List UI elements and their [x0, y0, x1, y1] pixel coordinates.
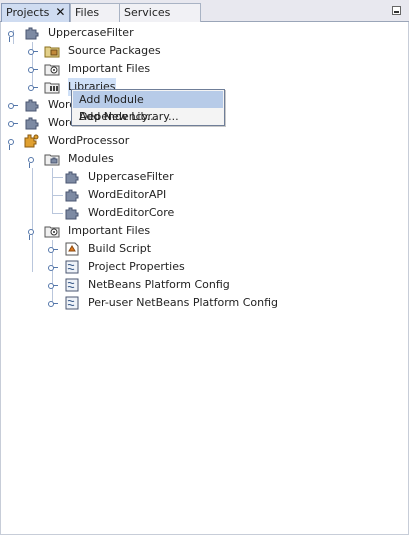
tree-connector-line — [32, 168, 33, 272]
tab-projects[interactable]: Projects ✕ — [1, 3, 71, 23]
tab-services-label: Services — [124, 6, 171, 19]
suite-icon — [24, 134, 39, 148]
tree-label: Word — [48, 98, 77, 111]
tab-projects-label: Projects — [6, 6, 50, 19]
important-files-folder-icon — [44, 64, 60, 76]
puzzle-icon — [65, 189, 79, 202]
tab-files[interactable]: Files — [70, 3, 120, 22]
tree-label: Project Properties — [88, 260, 185, 273]
expand-handle[interactable] — [46, 294, 60, 312]
tab-services[interactable]: Services — [119, 3, 201, 22]
expand-handle[interactable] — [26, 60, 40, 78]
tree-label: WordProcessor — [48, 134, 130, 147]
tree-label: UppercaseFilter — [48, 26, 134, 39]
menu-item-add-new-library[interactable]: Add New Library... — [79, 110, 179, 123]
tree-connector-line — [52, 168, 53, 214]
tree-connector-line — [52, 240, 53, 304]
tree-label: UppercaseFilter — [88, 170, 174, 183]
collapse-handle[interactable] — [26, 222, 40, 240]
tree-label: Important Files — [68, 224, 151, 237]
modules-folder-icon — [44, 154, 60, 166]
libraries-folder-icon — [44, 82, 60, 94]
puzzle-icon — [65, 171, 79, 184]
properties-file-icon — [65, 260, 79, 274]
tree-connector-line — [32, 42, 33, 88]
puzzle-icon — [65, 207, 79, 220]
tree-label: Build Script — [88, 242, 152, 255]
tree-label: WordEditorCore — [88, 206, 175, 219]
tree-connector-line — [13, 30, 14, 44]
tab-files-label: Files — [75, 6, 100, 19]
puzzle-icon — [25, 99, 39, 112]
tree-label: Per-user NetBeans Platform Config — [88, 296, 279, 309]
expand-handle[interactable] — [46, 258, 60, 276]
properties-file-icon — [65, 278, 79, 292]
package-folder-icon — [44, 46, 60, 58]
tree-label: NetBeans Platform Config — [88, 278, 230, 291]
tree-connector-line — [53, 213, 63, 214]
expand-handle[interactable] — [46, 240, 60, 258]
minimize-icon[interactable] — [392, 6, 401, 15]
tab-bar: Projects ✕ Files Services — [0, 0, 409, 23]
tree-connector-line — [53, 195, 63, 196]
puzzle-icon — [25, 27, 39, 40]
important-files-folder-icon — [44, 226, 60, 238]
properties-file-icon — [65, 296, 79, 310]
expand-handle[interactable] — [6, 114, 20, 132]
tree-label: Important Files — [68, 62, 151, 75]
tree-label: Source Packages — [68, 44, 161, 57]
menu-item-add-module-dependency[interactable]: Add Module Dependency... — [73, 91, 223, 123]
tree-label: Modules — [68, 152, 114, 165]
context-menu: Add Module Dependency... Add New Library… — [71, 89, 225, 126]
tree-label: WordEditorAPI — [88, 188, 167, 201]
expand-handle[interactable] — [26, 78, 40, 96]
build-script-icon — [65, 242, 79, 256]
puzzle-icon — [25, 117, 39, 130]
close-icon[interactable]: ✕ — [55, 5, 66, 19]
collapse-handle[interactable] — [6, 132, 20, 150]
collapse-handle[interactable] — [6, 24, 20, 42]
tree-connector-line — [53, 177, 63, 178]
expand-handle[interactable] — [6, 96, 20, 114]
collapse-handle[interactable] — [26, 150, 40, 168]
expand-handle[interactable] — [26, 42, 40, 60]
expand-handle[interactable] — [46, 276, 60, 294]
